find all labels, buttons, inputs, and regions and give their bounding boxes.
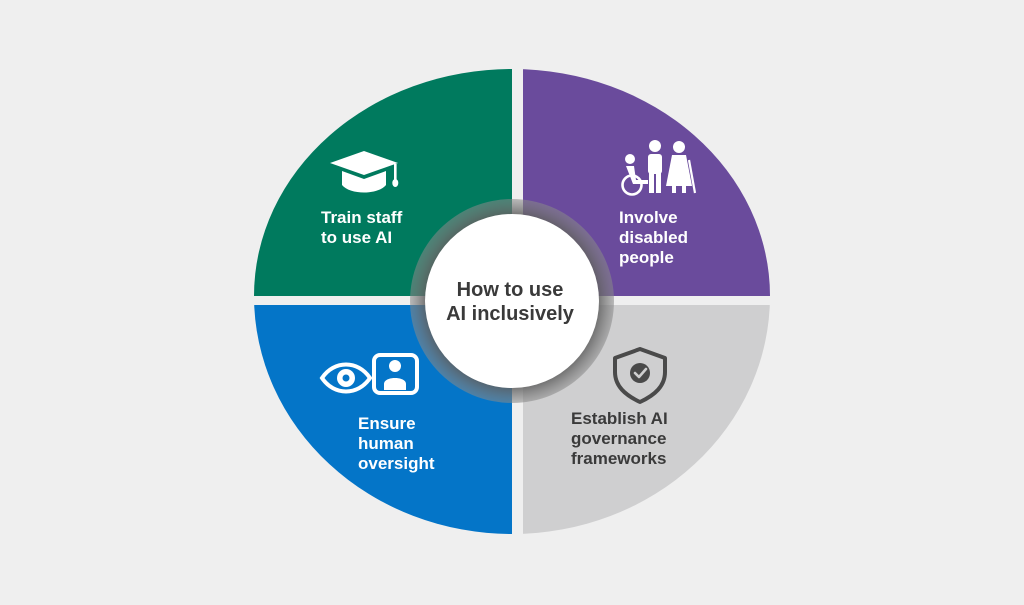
shield-check-icon (613, 347, 667, 404)
involve-line-3: people (619, 248, 674, 267)
train-staff-line-1: Train staff (321, 208, 403, 227)
human-oversight-label: Ensure human oversight (358, 414, 435, 474)
disabled-people-icon (621, 140, 697, 196)
governance-label: Establish AI governance frameworks (571, 409, 668, 469)
involve-line-1: Involve (619, 208, 678, 227)
governance-line-3: frameworks (571, 449, 667, 468)
governance-line-2: governance (571, 429, 667, 448)
graduation-cap-icon (330, 151, 399, 193)
center-title-line-2: AI inclusively (446, 303, 574, 325)
involve-line-2: disabled (619, 228, 688, 247)
governance-line-1: Establish AI (571, 409, 668, 428)
train-staff-label: Train staff to use AI (321, 208, 402, 248)
oversight-line-1: Ensure (358, 414, 416, 433)
eye-monitor-person-icon (319, 353, 419, 395)
center-title: How to use AI inclusively (430, 278, 590, 326)
center-circle (425, 214, 599, 388)
oversight-line-2: human (358, 434, 414, 453)
train-staff-line-2: to use AI (321, 228, 393, 247)
oversight-line-3: oversight (358, 454, 435, 473)
center-title-line-1: How to use (456, 279, 564, 301)
involve-disabled-label: Involve disabled people (619, 208, 688, 268)
